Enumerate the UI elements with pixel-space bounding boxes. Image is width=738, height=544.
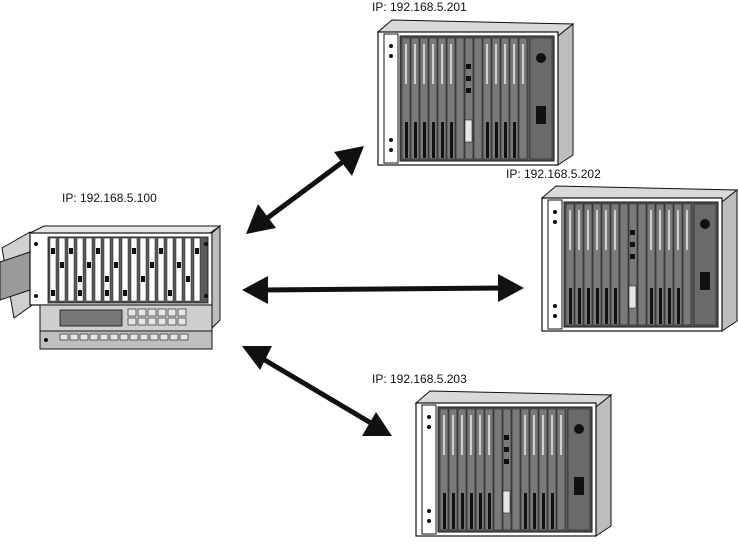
- remote-unit-1-ip-label: IP: 192.168.5.201: [372, 0, 467, 14]
- arrow-main-to-remote-1: [246, 146, 364, 234]
- remote-unit-3-chassis: [415, 390, 612, 537]
- remote-unit-3-ip-label: IP: 192.168.5.203: [372, 372, 467, 386]
- main-unit-ip-label: IP: 192.168.5.100: [62, 191, 157, 205]
- remote-unit-2-ip-label: IP: 192.168.5.202: [506, 167, 601, 181]
- arrow-main-to-remote-3: [242, 346, 392, 436]
- remote-unit-1-chassis: [377, 19, 574, 166]
- main-unit-chassis: [0, 224, 222, 350]
- arrow-main-to-remote-2: [242, 274, 524, 304]
- remote-unit-2-chassis: [541, 185, 738, 332]
